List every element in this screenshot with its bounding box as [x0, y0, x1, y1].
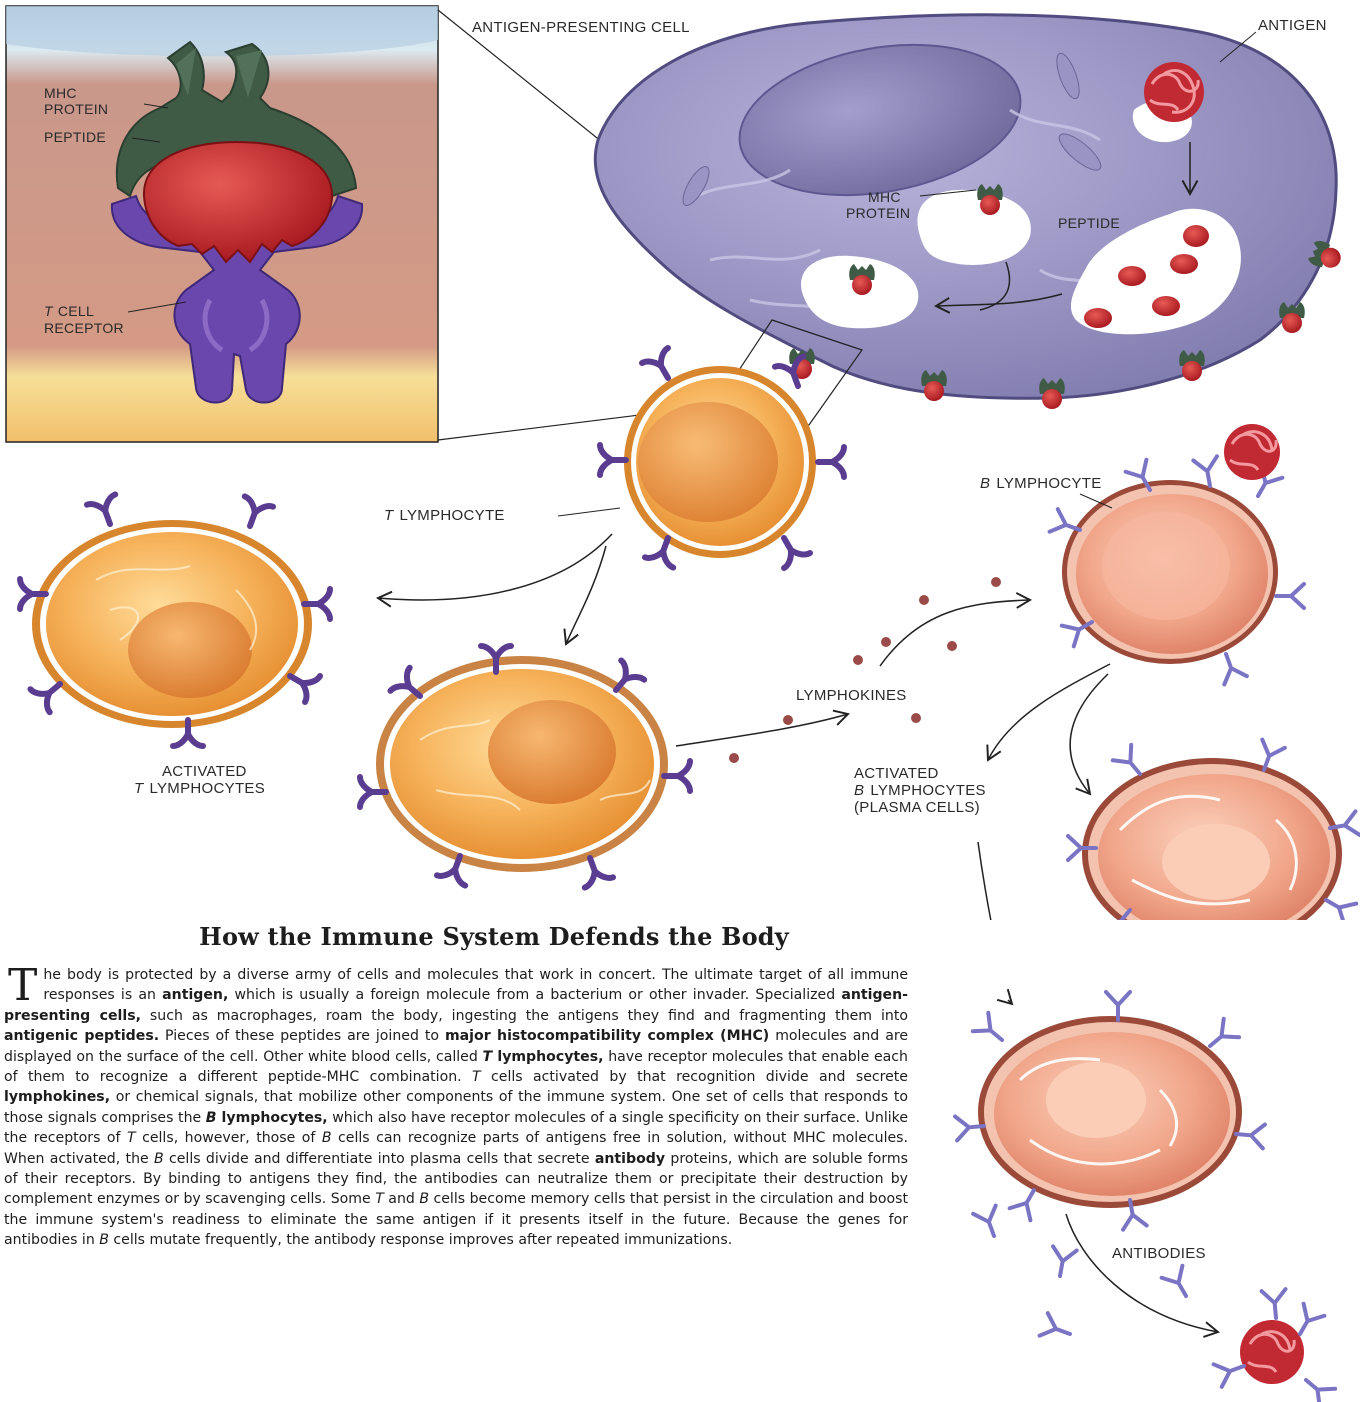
article-text-14: and: [384, 1191, 420, 1207]
article-term-antibody: antibody: [595, 1151, 665, 1167]
inset-peptide-label: PEPTIDE: [44, 129, 106, 145]
article-text-12: cells divide and differentiate into plas…: [164, 1151, 595, 1167]
article-term-t-lymphocytes: lymphocytes,: [492, 1049, 603, 1065]
antibodies-label: ANTIBODIES: [1112, 1245, 1206, 1262]
plasma-cell-right: [1068, 740, 1360, 920]
activated-t-label-line1: ACTIVATED: [162, 763, 247, 780]
article-text-4: Pieces of these peptides are joined to: [159, 1028, 445, 1044]
inset-mhc-label-line2: PROTEIN: [44, 101, 108, 117]
article-term-antigen: antigen,: [162, 987, 228, 1003]
activated-t-label-text: LYMPHOCYTES: [149, 780, 265, 797]
apc-mhc-label-line1: MHC: [868, 189, 901, 205]
article-italic-t-1: T: [472, 1069, 481, 1085]
inset-mhc-label-line1: MHC: [44, 85, 77, 101]
apc-mhc-label-line2: PROTEIN: [846, 205, 910, 221]
article-term-mhc: major histocompatibility complex (MHC): [445, 1028, 769, 1044]
b-lymphocyte-label: B LYMPHOCYTE: [980, 475, 1102, 492]
activated-t-lymphocyte-center: [360, 646, 690, 888]
article-text-3: such as macrophages, roam the body, inge…: [141, 1008, 908, 1024]
free-antibodies: [973, 1206, 1196, 1346]
article-term-b-italic: B: [206, 1110, 217, 1126]
article-dropcap: T: [8, 967, 37, 1005]
article-text-16: cells mutate frequently, the antibody re…: [109, 1232, 732, 1248]
t-lymphocyte: [600, 348, 844, 568]
b-lymphocyte-label-text: LYMPHOCYTE: [996, 475, 1101, 492]
apc-peptide-label: PEPTIDE: [1058, 215, 1120, 231]
article-italic-t-3: T: [375, 1191, 384, 1207]
activated-b-label-italic: B: [854, 782, 864, 799]
plasma-cell-bottom: [955, 992, 1265, 1230]
apc-label: ANTIGEN-PRESENTING CELL: [472, 19, 690, 36]
inset-tcr-label-line2: RECEPTOR: [44, 320, 124, 336]
article-italic-b-2: B: [154, 1151, 164, 1167]
article-term-t-italic: T: [483, 1049, 493, 1065]
article-italic-b-4: B: [99, 1232, 109, 1248]
activated-b-label-line3: (PLASMA CELLS): [854, 799, 980, 816]
b-lymphocyte-label-italic: B: [980, 475, 990, 492]
article-text-10: cells, however, those of: [136, 1130, 322, 1146]
article-text-7: cells activated by that recognition divi…: [481, 1069, 908, 1085]
neutralized-antigen: [1214, 1289, 1336, 1402]
article-term-b-lymphocytes: lymphocytes,: [217, 1110, 328, 1126]
inset-tcr-italic: T: [44, 303, 54, 319]
article-italic-t-2: T: [127, 1130, 136, 1146]
lymphokines-label: LYMPHOKINES: [796, 687, 907, 704]
activated-t-label-italic: T: [134, 780, 145, 797]
inset-tcr-text: CELL: [58, 303, 94, 319]
article-italic-b-3: B: [419, 1191, 429, 1207]
article-italic-b-1: B: [322, 1130, 332, 1146]
lymphokine-dots: [729, 577, 1001, 763]
article-term-lymphokines: lymphokines,: [4, 1089, 110, 1105]
article-title: How the Immune System Defends the Body: [80, 922, 908, 951]
activated-b-label-text: LYMPHOCYTES: [870, 782, 986, 799]
antigen-presenting-cell: [595, 15, 1344, 409]
t-lymphocyte-label-text: LYMPHOCYTE: [399, 507, 504, 524]
article-term-antigenic-peptides: antigenic peptides.: [4, 1028, 159, 1044]
article: How the Immune System Defends the Body T…: [0, 922, 908, 1251]
activated-b-label-line2: B LYMPHOCYTES: [854, 782, 986, 799]
t-lymphocyte-label-italic: T: [384, 507, 395, 524]
antigen-clump-b: [1224, 424, 1280, 480]
activated-t-lymphocyte-left: [20, 494, 330, 746]
antigen-clump: [1144, 62, 1204, 122]
activated-b-label-line1: ACTIVATED: [854, 765, 939, 782]
article-text-2: which is usually a foreign molecule from…: [228, 987, 841, 1003]
antigen-label: ANTIGEN: [1258, 17, 1327, 34]
